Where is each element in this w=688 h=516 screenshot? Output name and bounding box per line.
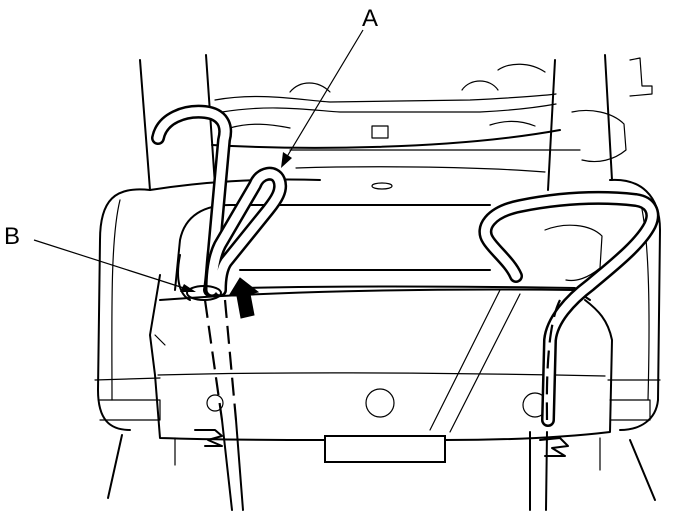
lower-rails [107, 434, 656, 501]
wire-loop-right [478, 191, 660, 427]
callout-a-arrowhead [281, 152, 292, 168]
direction-arrow-icon [228, 277, 260, 319]
label-plate [324, 435, 446, 463]
frame-rails [139, 54, 653, 191]
wire-loop-a [205, 166, 288, 297]
clips [194, 429, 569, 457]
callout-a-label: A [362, 5, 378, 32]
callout-a-leader [284, 29, 364, 161]
hole-b [186, 285, 222, 301]
seat-back-frame [149, 129, 581, 191]
cross-pipe [174, 204, 491, 301]
callout-b-arrowhead [180, 284, 196, 292]
callout-b-leader [33, 239, 191, 291]
hidden-wire-paths [203, 299, 561, 511]
seat-cushion-outline [94, 178, 661, 431]
callout-b-label: B [4, 223, 20, 250]
seat-pan [149, 274, 613, 441]
